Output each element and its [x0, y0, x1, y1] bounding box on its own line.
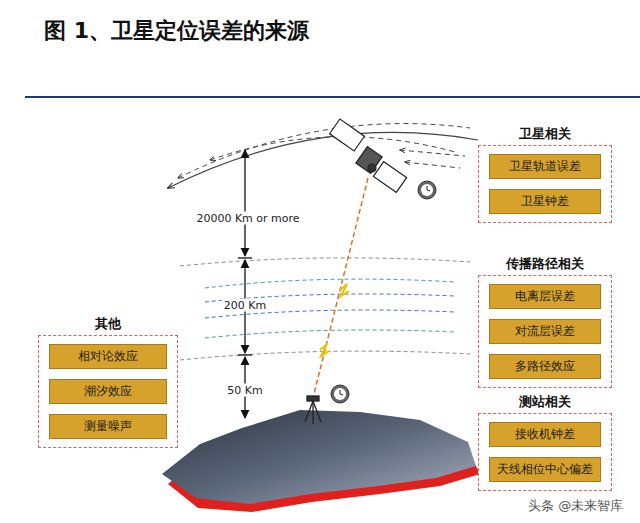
orbit-arc [168, 132, 478, 188]
box-label: 对流层误差 [515, 323, 575, 340]
box-label: 电离层误差 [515, 288, 575, 305]
box-label: 潮汐效应 [84, 383, 132, 400]
header-rule [25, 96, 640, 98]
orbit-arc [400, 150, 465, 156]
error-box: 电离层误差 [489, 284, 601, 309]
group-heading: 其他 [39, 315, 177, 333]
box-label: 测量噪声 [84, 418, 132, 435]
tripod-leg [313, 401, 321, 422]
error-box: 天线相位中心偏差 [489, 457, 601, 482]
orbit-arc [178, 124, 470, 178]
error-group: 卫星相关卫星轨道误差卫星钟差 [478, 145, 612, 223]
error-box: 相对论效应 [49, 344, 167, 369]
clock-icon [418, 181, 436, 199]
error-group: 传播路径相关电离层误差对流层误差多路径效应 [478, 275, 612, 388]
signal-bolt [340, 284, 349, 296]
tripod-leg [312, 401, 313, 424]
clock-hands [427, 186, 430, 191]
orbit-arc [405, 162, 460, 168]
group-heading: 卫星相关 [479, 125, 611, 143]
error-group: 测站相关接收机钟差天线相位中心偏差 [478, 413, 612, 491]
solar-panel [330, 119, 365, 151]
error-box: 潮汐效应 [49, 379, 167, 404]
tripod-leg [305, 401, 313, 422]
error-box: 卫星钟差 [489, 189, 601, 214]
group-heading: 传播路径相关 [479, 255, 611, 273]
signal-bolt [320, 344, 329, 356]
dimension-arrows [238, 150, 252, 418]
error-box: 接收机钟差 [489, 422, 601, 447]
terrain [162, 410, 476, 504]
dimension-line [244, 150, 245, 256]
solar-panel [373, 162, 406, 193]
error-box: 对流层误差 [489, 319, 601, 344]
error-box: 测量噪声 [49, 414, 167, 439]
watermark: 头条 @未来智库 [528, 497, 623, 515]
group-heading: 测站相关 [479, 393, 611, 411]
layer-line [205, 279, 455, 288]
distance-label: 50 Km [225, 384, 264, 397]
distance-label: 200 Km [222, 299, 268, 312]
orbit-arc [210, 137, 455, 160]
clock-icon [331, 385, 349, 403]
satellite [330, 119, 407, 192]
clock-dial [334, 388, 346, 400]
clock-dial [421, 184, 433, 196]
distance-label: 20000 Km or more [194, 212, 301, 225]
box-label: 多路径效应 [515, 358, 575, 375]
clock-face [331, 385, 349, 403]
orbit-arcs [168, 124, 478, 188]
satellite-body [356, 147, 382, 174]
error-box: 卫星轨道误差 [489, 154, 601, 179]
dimension-tick [238, 354, 252, 355]
clock-hands [340, 390, 343, 395]
error-box: 多路径效应 [489, 354, 601, 379]
receiver-antenna [307, 396, 319, 401]
error-group: 其他相对论效应潮汐效应测量噪声 [38, 335, 178, 448]
figure-title: 图 1、卫星定位误差的来源 [44, 16, 309, 46]
layer-line [205, 330, 455, 338]
box-label: 天线相位中心偏差 [497, 461, 593, 478]
signal-path [313, 178, 368, 398]
layer-line [180, 258, 470, 266]
clock-face [418, 181, 436, 199]
dimension-tick [238, 257, 252, 258]
satellite-antenna [368, 164, 376, 172]
box-label: 接收机钟差 [515, 426, 575, 443]
box-label: 卫星轨道误差 [509, 158, 581, 175]
atmosphere-layers [180, 258, 470, 360]
box-label: 卫星钟差 [521, 193, 569, 210]
box-label: 相对论效应 [78, 348, 138, 365]
receiver [305, 396, 321, 424]
